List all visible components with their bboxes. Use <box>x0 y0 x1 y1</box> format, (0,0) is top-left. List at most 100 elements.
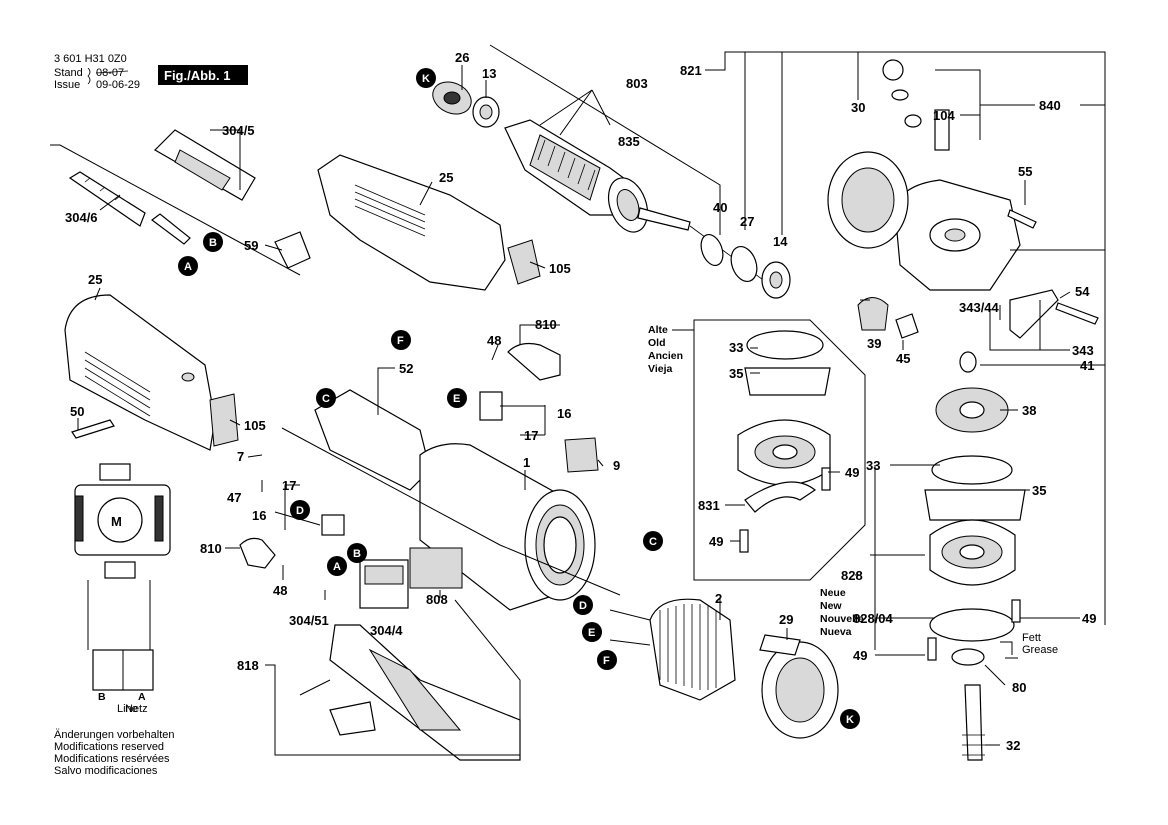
footer-line-3: Modifications resérvées <box>54 753 170 765</box>
part-810-left: 810 <box>200 541 222 556</box>
svg-text:D: D <box>579 600 587 612</box>
bearing-41 <box>959 351 977 373</box>
part-48-top: 48 <box>487 333 501 348</box>
callout-d1: D <box>290 500 310 520</box>
callout-e1: E <box>447 388 467 408</box>
stand-label: Stand <box>54 67 83 79</box>
screw-49-lower <box>927 637 937 661</box>
variant-new-es: Nueva <box>820 626 852 638</box>
part-16-top: 16 <box>557 406 571 421</box>
spacer-ring <box>730 245 758 283</box>
rear-housing <box>64 294 216 451</box>
svg-text:C: C <box>322 393 330 405</box>
callout-a1: A <box>178 256 198 276</box>
switch-a-label: A <box>138 691 146 703</box>
issue-label: Issue <box>54 79 80 91</box>
svg-text:A: A <box>184 261 192 273</box>
line-label: Line <box>117 703 138 715</box>
spindle-32 <box>964 684 983 761</box>
part-50: 50 <box>70 404 84 419</box>
part-49-new-right: 49 <box>1082 611 1096 626</box>
part-105-left: 105 <box>244 418 266 433</box>
label-plate-105b <box>209 393 239 447</box>
part-808: 808 <box>426 592 448 607</box>
variant-old-en: Old <box>648 337 666 349</box>
callout-c2: C <box>643 531 663 551</box>
lock-lever-343 <box>1009 289 1059 339</box>
svg-text:E: E <box>453 393 460 405</box>
part-80: 80 <box>1012 680 1026 695</box>
new-date: 09-06-29 <box>96 79 140 91</box>
gear-head-housing <box>894 109 1021 291</box>
part-32: 32 <box>1006 738 1020 753</box>
part-304-51: 304/51 <box>289 613 329 628</box>
screw-50 <box>71 419 115 439</box>
part-49-old-right: 49 <box>845 465 859 480</box>
part-52: 52 <box>399 361 413 376</box>
part-48-left: 48 <box>273 583 287 598</box>
screw-55 <box>1007 209 1037 229</box>
svg-text:K: K <box>846 714 854 726</box>
part-1: 1 <box>523 455 530 470</box>
field-housing <box>314 389 596 611</box>
label-plate-808 <box>409 547 463 589</box>
part-14: 14 <box>773 234 788 249</box>
part-29: 29 <box>779 612 793 627</box>
part-2: 2 <box>715 591 722 606</box>
part-17-left: 17 <box>282 478 296 493</box>
variant-old-es: Vieja <box>648 363 672 375</box>
part-304-5: 304/5 <box>222 123 255 138</box>
part-35-new: 35 <box>1032 483 1046 498</box>
o-ring-104 <box>904 114 922 128</box>
motor-symbol: M <box>111 514 122 529</box>
part-13: 13 <box>482 66 496 81</box>
old-date: 08-07 <box>96 67 124 79</box>
svg-text:B: B <box>209 237 217 249</box>
bearing-flange-old <box>693 319 866 581</box>
screw-49-right <box>1011 599 1021 623</box>
part-49-new-left: 49 <box>853 648 867 663</box>
part-39: 39 <box>867 336 881 351</box>
part-33-old: 33 <box>729 340 743 355</box>
callout-k1: K <box>416 68 436 88</box>
part-47: 47 <box>227 490 241 505</box>
variant-new-en: New <box>820 600 842 612</box>
switch-16b <box>321 514 345 536</box>
part-41: 41 <box>1080 358 1094 373</box>
part-49-old-left: 49 <box>709 534 723 549</box>
part-9: 9 <box>613 458 620 473</box>
part-818: 818 <box>237 658 259 673</box>
part-33-new: 33 <box>866 458 880 473</box>
svg-text:B: B <box>353 548 361 560</box>
svg-text:E: E <box>588 627 595 639</box>
callout-c1: C <box>316 388 336 408</box>
part-26: 26 <box>455 50 469 65</box>
part-25-top: 25 <box>439 170 453 185</box>
variant-old-de: Alte <box>648 324 668 336</box>
part-104: 104 <box>933 108 955 123</box>
figure-label-box <box>158 65 248 85</box>
part-828: 828 <box>841 568 863 583</box>
cable-810 <box>507 342 561 381</box>
grease-note-de: Fett <box>1022 632 1041 644</box>
callout-b2: B <box>347 543 367 563</box>
handle-cover <box>299 624 521 761</box>
part-840: 840 <box>1039 98 1061 113</box>
variant-new-fr: Nouvelle <box>820 613 864 625</box>
part-30: 30 <box>851 100 865 115</box>
callout-d2: D <box>573 595 593 615</box>
footer-line-4: Salvo modificaciones <box>54 765 158 777</box>
callout-e2: E <box>582 622 602 642</box>
part-810-top: 810 <box>535 317 557 332</box>
callout-k2: K <box>840 709 860 729</box>
part-803: 803 <box>626 76 648 91</box>
part-25-left: 25 <box>88 272 102 287</box>
callout-f1: F <box>391 330 411 350</box>
part-835: 835 <box>618 134 640 149</box>
part-105-top: 105 <box>549 261 571 276</box>
footer-line-2: Modifications reserved <box>54 741 164 753</box>
figure-label: Fig./Abb. 1 <box>164 68 230 83</box>
part-27: 27 <box>740 214 754 229</box>
bearing-flange-new <box>924 455 1026 666</box>
